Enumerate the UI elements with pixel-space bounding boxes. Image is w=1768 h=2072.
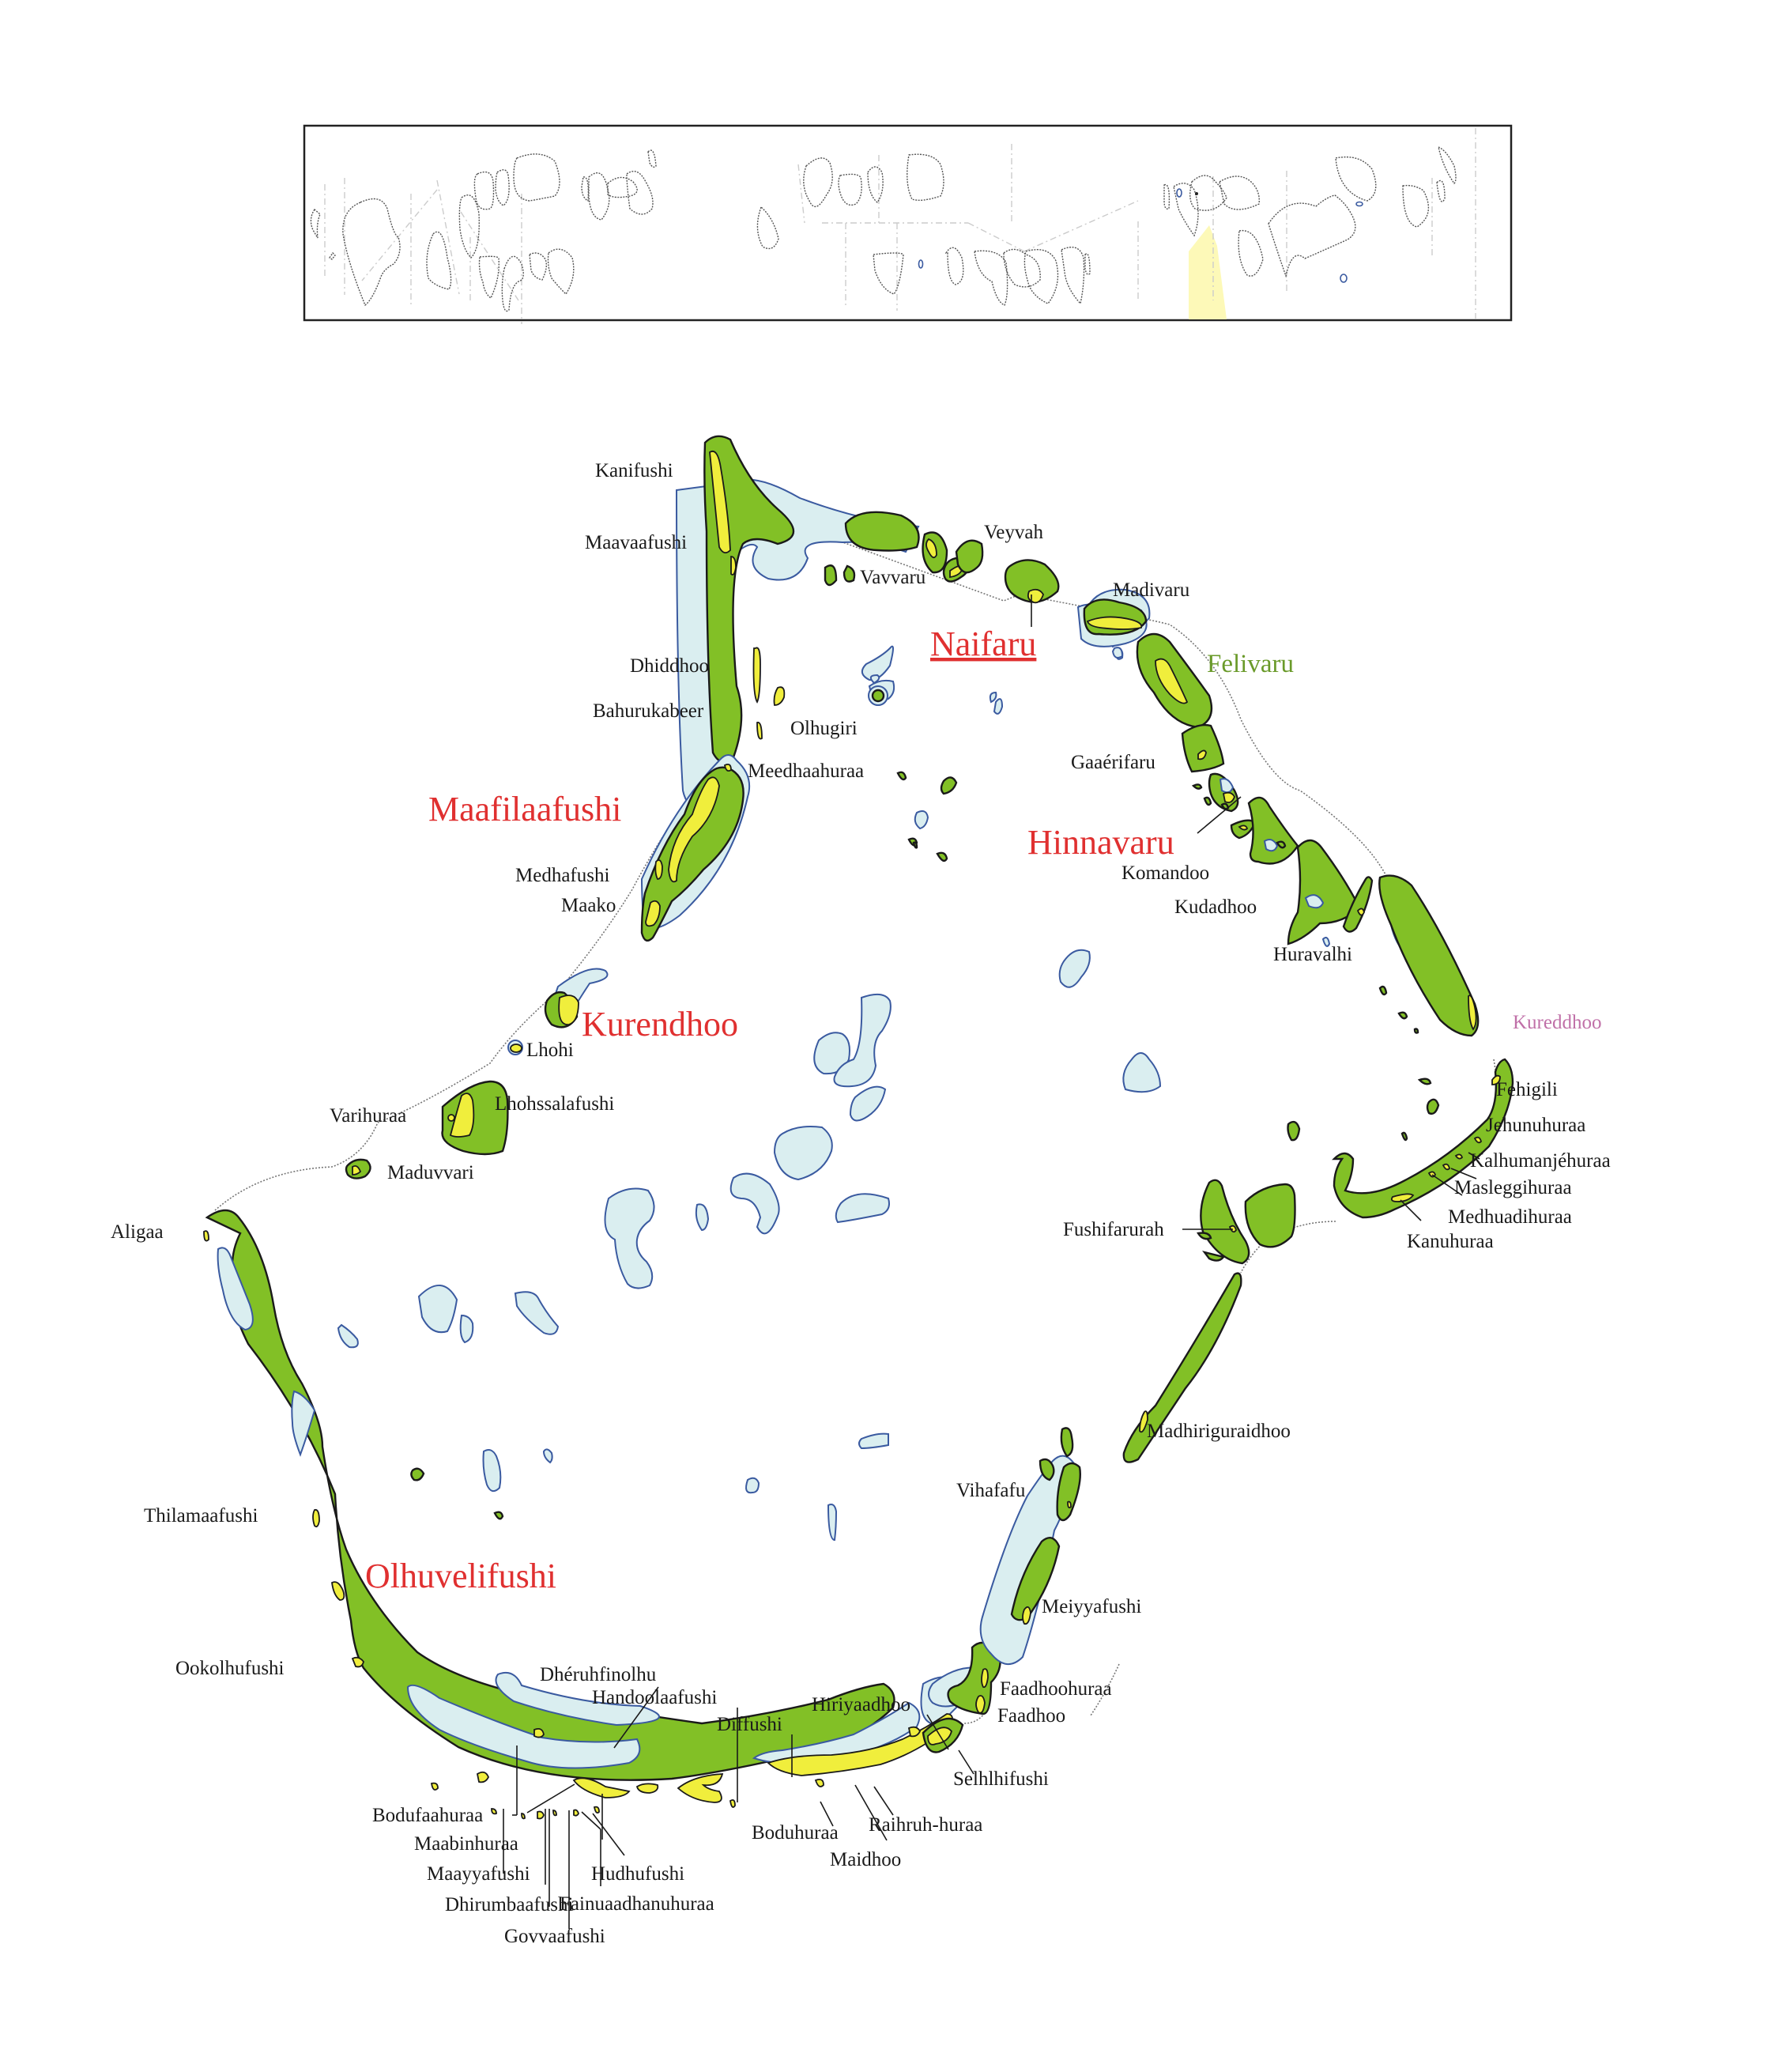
label-aligaa: Aligaa <box>111 1221 164 1243</box>
label-thilamaafushi: Thilamaafushi <box>144 1505 258 1527</box>
label-fainuaadhanuhuraa: Fainuaadhanuhuraa <box>560 1893 714 1915</box>
label-fehigili: Fehigili <box>1496 1079 1558 1100</box>
label-hinnavaru: Hinnavaru <box>1027 823 1174 862</box>
label-dhiddhoo: Dhiddhoo <box>630 655 709 677</box>
label-maavaafushi: Maavaafushi <box>585 532 687 553</box>
label-kureddhoo: Kureddhoo <box>1513 1012 1601 1033</box>
label-hiriyaadhoo: Hiriyaadhoo <box>812 1694 910 1715</box>
inset-highlight <box>1189 225 1227 319</box>
label-medhafushi: Medhafushi <box>515 865 609 886</box>
label-varihuraa: Varihuraa <box>330 1105 406 1127</box>
label-maafilaafushi: Maafilaafushi <box>428 790 621 828</box>
inset-overview-map <box>303 124 1513 324</box>
label-boduhuraa: Boduhuraa <box>752 1822 839 1844</box>
label-dhirumbaafushi: Dhirumbaafushi <box>445 1894 574 1915</box>
label-diffushi: Diffushi <box>717 1714 782 1735</box>
label-ookolhufushi: Ookolhufushi <box>175 1658 285 1679</box>
label-kudadhoo: Kudadhoo <box>1174 896 1257 918</box>
label-faadhoohuraa: Faadhoohuraa <box>1000 1678 1112 1700</box>
atoll-main-map <box>203 435 1514 1820</box>
label-meiyyafushi: Meiyyafushi <box>1042 1596 1141 1617</box>
label-handoolaafushi: Handoolaafushi <box>592 1687 717 1708</box>
label-naifaru: Naifaru <box>930 625 1036 663</box>
label-gaaerifaru: Gaaérifaru <box>1071 752 1155 773</box>
label-faadhoo: Faadhoo <box>997 1705 1065 1727</box>
leader-lines <box>503 594 1480 1929</box>
label-komandoo: Komandoo <box>1121 862 1209 884</box>
label-felivaru: Felivaru <box>1207 650 1294 678</box>
label-selhlhifushi: Selhlhifushi <box>953 1768 1049 1790</box>
label-kurendhoo: Kurendhoo <box>582 1005 738 1044</box>
label-vavvaru: Vavvaru <box>860 567 926 588</box>
label-bodufaahuraa: Bodufaahuraa <box>372 1805 483 1826</box>
label-kanuhuraa: Kanuhuraa <box>1407 1231 1494 1252</box>
label-madhiriguraidhoo: Madhiriguraidhoo <box>1147 1421 1291 1442</box>
label-bahurukabeer: Bahurukabeer <box>593 700 704 722</box>
label-medhuadihuraa: Medhuadihuraa <box>1448 1206 1572 1228</box>
lagoon-reefs <box>337 636 1162 1542</box>
label-raihruh-huraa: Raihruh-huraa <box>869 1814 982 1836</box>
label-madivaru: Madivaru <box>1113 579 1190 601</box>
label-jehunuhuraa: Jehunuhuraa <box>1486 1115 1585 1136</box>
label-maduvvari: Maduvvari <box>387 1162 474 1183</box>
label-fushifarurah: Fushifarurah <box>1063 1219 1164 1240</box>
label-govvaafushi: Govvaafushi <box>504 1926 605 1947</box>
label-maako: Maako <box>561 895 616 916</box>
label-maayyafushi: Maayyafushi <box>427 1863 530 1885</box>
label-meedhaahuraa: Meedhaahuraa <box>748 760 864 782</box>
label-dheruhfinolhu: Dhéruhfinolhu <box>540 1664 657 1685</box>
label-kanifushi: Kanifushi <box>595 460 673 481</box>
label-masleggihuraa: Masleggihuraa <box>1454 1177 1572 1198</box>
label-olhuvelifushi: Olhuvelifushi <box>365 1557 556 1595</box>
label-lhohi: Lhohi <box>526 1040 574 1061</box>
label-lhohssalafushi: Lhohssalafushi <box>495 1093 614 1115</box>
label-maabinhuraa: Maabinhuraa <box>414 1833 518 1855</box>
label-maidhoo: Maidhoo <box>830 1849 901 1870</box>
label-veyvah: Veyvah <box>984 522 1043 543</box>
label-huravalhi: Huravalhi <box>1273 944 1352 965</box>
label-hudhufushi: Hudhufushi <box>591 1863 684 1885</box>
label-kalhumanjehuraa: Kalhumanjéhuraa <box>1470 1150 1611 1172</box>
label-olhugiri: Olhugiri <box>790 718 858 739</box>
map-labels: Kanifushi Maavaafushi Veyvah Vavvaru Mad… <box>111 460 1611 1947</box>
label-vihafafu: Vihafafu <box>956 1480 1026 1501</box>
